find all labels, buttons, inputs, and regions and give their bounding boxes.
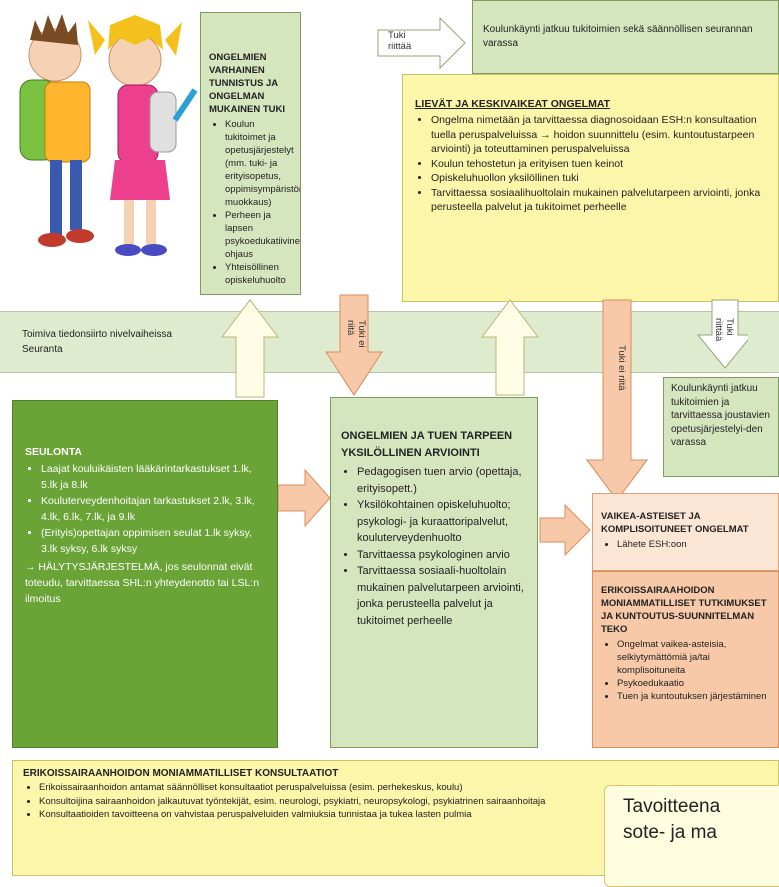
box-school-continues-mid: Koulunkäynti jatkuu tukitoimien ja tarvi… bbox=[663, 377, 779, 477]
overlay-line-1: Tavoitteena bbox=[623, 796, 721, 817]
box-mild-problems: LIEVÄT JA KESKIVAIKEAT ONGELMAT Ongelma … bbox=[402, 74, 779, 302]
individual-item: Tarvittaessa sosiaali-huoltolain mukaine… bbox=[357, 563, 527, 629]
mild-item: Tarvittaessa sosiaalihuoltolain mukainen… bbox=[431, 186, 770, 215]
box-school-continues-top-text: Koulunkäynti jatkuu tukitoimien sekä sää… bbox=[483, 24, 753, 49]
mild-item: Koulun tehostetun ja erityisen tuen kein… bbox=[431, 157, 770, 172]
individual-item: Yksilökohtainen opiskeluhuolto; psykolog… bbox=[357, 497, 527, 547]
box-early-identification: ONGELMIEN VARHAINEN TUNNISTUS JA ONGELMA… bbox=[200, 12, 301, 295]
screening-note: → HÄLYTYSJÄRJESTELMÄ, jos seulonnat eivä… bbox=[25, 561, 260, 605]
consultations-item: Erikoissairaanhoidon antamat säännöllise… bbox=[39, 781, 770, 795]
tuki-riittaa-label-top: Tuki riittää bbox=[388, 30, 412, 52]
mild-title: LIEVÄT JA KESKIVAIKEAT ONGELMAT bbox=[415, 98, 611, 110]
band-line-1: Toimiva tiedonsiirto nivelvaiheissa bbox=[22, 329, 173, 340]
specialist-item: Ongelmat vaikea-asteisia, selkiytymättöm… bbox=[617, 638, 778, 677]
box-school-continues-mid-text: Koulunkäynti jatkuu tukitoimien ja tarvi… bbox=[671, 383, 770, 448]
box-school-continues-top: Koulunkäynti jatkuu tukitoimien sekä sää… bbox=[472, 0, 779, 74]
transfer-band: Toimiva tiedonsiirto nivelvaiheissa Seur… bbox=[0, 311, 779, 373]
arrow-right-severe bbox=[539, 503, 591, 557]
specialist-item: Tuen ja kuntoutuksen järjestäminen bbox=[617, 690, 778, 703]
specialist-item: Psykoedukaatio bbox=[617, 677, 778, 690]
children-illustration bbox=[19, 14, 198, 256]
mild-item: Ongelma nimetään ja tarvittaessa diagnos… bbox=[431, 113, 770, 157]
screening-title: SEULONTA bbox=[25, 446, 82, 458]
consultations-title: ERIKOISSAIRAANHOIDON MONIAMMATILLISET KO… bbox=[23, 768, 339, 779]
screening-item: (Erityis)opettajan oppimisen seulat 1.lk… bbox=[41, 525, 267, 557]
overlay-line-2: sote- ja ma bbox=[623, 822, 717, 843]
tuki-ei-riita-label-2: Tuki ei riitä bbox=[616, 345, 627, 391]
severe-item: Lähete ESH:oon bbox=[617, 538, 778, 551]
consultations-item: Konsultoijina sairaanhoidon jalkautuvat … bbox=[39, 795, 639, 809]
screening-item: Kouluterveydenhoitajan tarkastukset 2.lk… bbox=[41, 493, 267, 525]
specialist-title: ERIKOISSAIRAAHOIDON MONIAMMATILLISET TUT… bbox=[601, 585, 767, 635]
individual-item: Pedagogisen tuen arvio (opettaja, erityi… bbox=[357, 464, 527, 497]
box-severe-problems: VAIKEA-ASTEISET JA KOMPLISOITUNEET ONGEL… bbox=[592, 493, 779, 571]
early-item: Yhteisöllinen opiskeluhuolto bbox=[225, 261, 294, 287]
mild-item: Opiskeluhuollon yksilöllinen tuki bbox=[431, 171, 770, 186]
box-individual-assessment: ONGELMIEN JA TUEN TARPEEN YKSILÖLLINEN A… bbox=[330, 397, 538, 748]
consultations-item: Konsultaatioiden tavoitteena on vahvista… bbox=[39, 808, 639, 822]
box-screening: SEULONTA Laajat kouluikäisten lääkärinta… bbox=[12, 400, 278, 748]
arrow-right-top bbox=[377, 16, 466, 70]
arrow-right-screen bbox=[277, 468, 331, 528]
band-line-2: Seuranta bbox=[22, 344, 63, 355]
box-specialist-studies: ERIKOISSAIRAAHOIDON MONIAMMATILLISET TUT… bbox=[592, 571, 779, 748]
early-item: Koulun tukitoimet ja opetusjärjestelyt (… bbox=[225, 118, 300, 209]
individual-item: Tarvittaessa psykologinen arvio bbox=[357, 547, 527, 564]
early-item: Perheen ja lapsen psykoedukatiivinen ohj… bbox=[225, 209, 300, 261]
individual-title: ONGELMIEN JA TUEN TARPEEN YKSILÖLLINEN A… bbox=[341, 430, 513, 459]
severe-title: VAIKEA-ASTEISET JA KOMPLISOITUNEET ONGEL… bbox=[601, 511, 749, 535]
tuki-ei-riita-label-1: Tuki ei riitä bbox=[345, 320, 367, 348]
overlay-callout: Tavoitteena sote- ja ma bbox=[604, 785, 779, 887]
screening-item: Laajat kouluikäisten lääkärintarkastukse… bbox=[41, 461, 267, 493]
early-title: ONGELMIEN VARHAINEN TUNNISTUS JA ONGELMA… bbox=[209, 52, 285, 115]
tuki-riittaa-label-2: Tuki riittää bbox=[713, 318, 735, 342]
